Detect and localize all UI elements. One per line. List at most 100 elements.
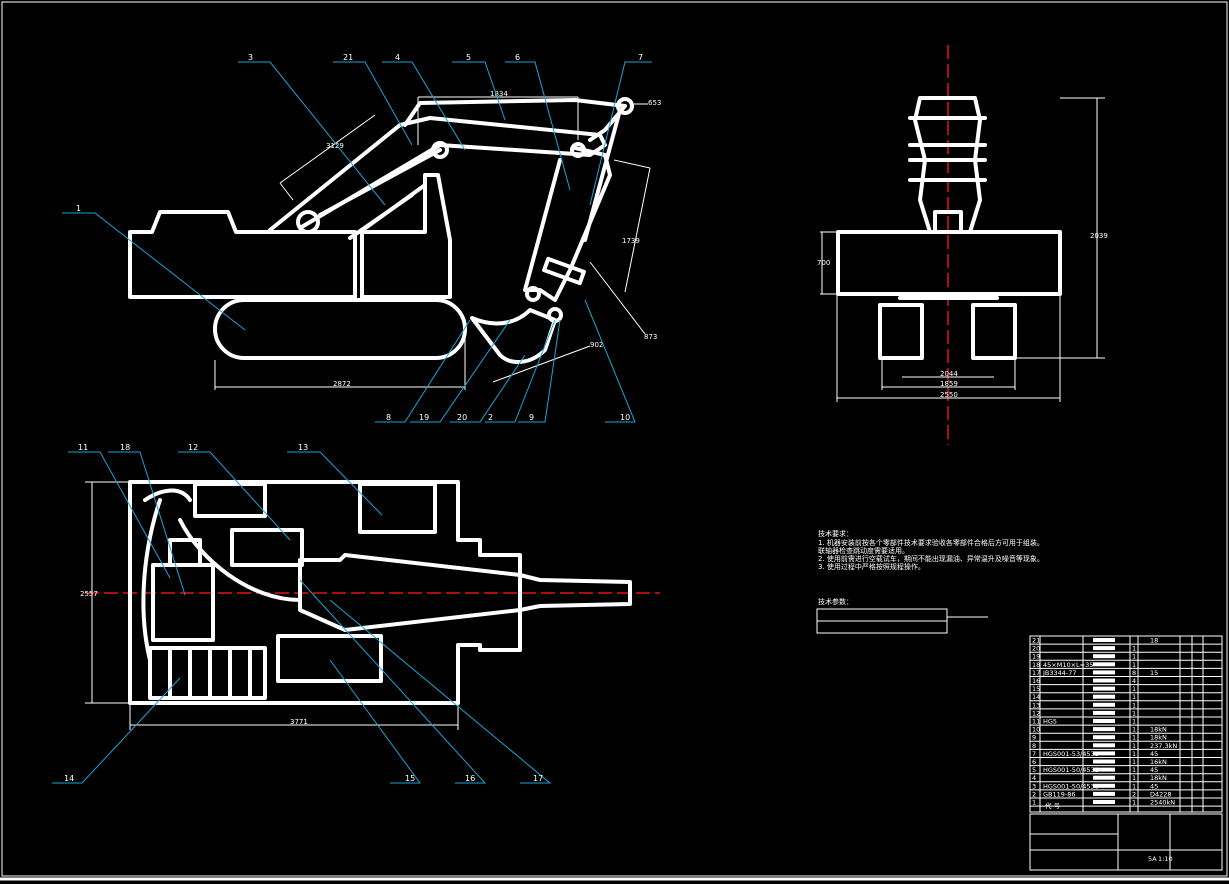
dim-track: 2872 bbox=[333, 380, 351, 388]
bom-code: GB119-86 bbox=[1043, 790, 1076, 798]
bom-no: 11 bbox=[1032, 718, 1040, 726]
technical-notes: 技术要求： 1. 机器安装前按各个零部件技术要求验收各零部件合格后方可用于组装。… bbox=[816, 529, 1044, 634]
bom-code: HGS001-53/4538 bbox=[1043, 750, 1099, 758]
bom-name-cell bbox=[1093, 710, 1115, 715]
part-label-3: 3 bbox=[248, 53, 253, 62]
bom-name-cell bbox=[1093, 719, 1115, 723]
bom-qty: 1 bbox=[1132, 709, 1136, 717]
part-label-15: 15 bbox=[405, 774, 415, 783]
note-line-2: 联轴器检查跳动度需要适用。 bbox=[818, 546, 909, 555]
scale: 1:10 bbox=[1158, 855, 1173, 863]
dim-overall-width: 2550 bbox=[940, 391, 958, 399]
bom-name-cell bbox=[1093, 702, 1115, 707]
part-label-1: 1 bbox=[76, 204, 81, 213]
bom-no: 1 bbox=[1032, 799, 1036, 807]
part-label-8: 8 bbox=[386, 413, 391, 422]
dim-bucket-a: 873 bbox=[644, 333, 657, 341]
dim-body-height: 700 bbox=[817, 259, 830, 267]
front-view: 700 2039 2044 1859 2550 bbox=[817, 45, 1108, 445]
bom-code: HGS001-50/4538 bbox=[1043, 782, 1099, 790]
bom-no: 17 bbox=[1032, 669, 1040, 677]
bom-qty: 1 bbox=[1132, 742, 1136, 750]
part-label-5: 5 bbox=[466, 53, 471, 62]
bom-value: 45 bbox=[1150, 750, 1158, 758]
bom-qty: 1 bbox=[1132, 685, 1136, 693]
bom-name-cell bbox=[1093, 638, 1115, 642]
bom-name-cell bbox=[1093, 727, 1115, 732]
bom-qty: 1 bbox=[1132, 718, 1136, 726]
bom-qty: 1 bbox=[1132, 766, 1136, 774]
bom-value: 16kN bbox=[1150, 758, 1167, 766]
part-label-18: 18 bbox=[120, 443, 130, 452]
bom-value: D4228 bbox=[1150, 790, 1172, 798]
bom-name-cell bbox=[1093, 751, 1115, 756]
bom-no: 21 bbox=[1032, 637, 1040, 645]
bom-name-cell bbox=[1093, 662, 1115, 667]
part-label-7: 7 bbox=[638, 53, 643, 62]
sheet-size: 5A bbox=[1148, 855, 1157, 863]
bom-qty: 4 bbox=[1132, 677, 1136, 685]
bom-no: 2 bbox=[1032, 790, 1036, 798]
bom-no: 20 bbox=[1032, 645, 1040, 653]
bom-qty: 1 bbox=[1132, 726, 1136, 734]
bom-name-cell bbox=[1093, 759, 1115, 764]
dim-boom-cylinder: 3129 bbox=[326, 142, 344, 150]
bom-no: 12 bbox=[1032, 709, 1040, 717]
bom-code: HG5 bbox=[1043, 718, 1057, 726]
bom-code: 45×M10×L=35 bbox=[1043, 661, 1093, 669]
dim-overall-height: 2039 bbox=[1090, 232, 1108, 240]
bom-name-cell bbox=[1093, 800, 1115, 804]
part-label-20: 20 bbox=[457, 413, 467, 422]
bom-no: 19 bbox=[1032, 653, 1040, 661]
dim-bucket-c: 902 bbox=[590, 341, 603, 349]
part-label-17: 17 bbox=[533, 774, 543, 783]
bom-qty: 1 bbox=[1132, 645, 1136, 653]
bom-qty: 1 bbox=[1132, 661, 1136, 669]
params-title: 技术参数： bbox=[818, 597, 853, 606]
bom-name-cell bbox=[1093, 654, 1115, 659]
bom-value: 45 bbox=[1150, 782, 1158, 790]
bom-name-cell bbox=[1093, 783, 1115, 788]
bom-no: 5 bbox=[1032, 766, 1036, 774]
part-label-21: 21 bbox=[343, 53, 353, 62]
bom-name-cell bbox=[1093, 678, 1115, 683]
bom-value: 18kN bbox=[1150, 726, 1167, 734]
part-label-19: 19 bbox=[419, 413, 429, 422]
bom-value: 18 bbox=[1150, 637, 1158, 645]
bom-no: 14 bbox=[1032, 693, 1040, 701]
part-label-9: 9 bbox=[529, 413, 534, 422]
bom-no: 3 bbox=[1032, 782, 1036, 790]
bom-no: 4 bbox=[1032, 774, 1036, 782]
bom-header-code: 代 号 bbox=[1045, 801, 1061, 810]
title-block bbox=[1029, 813, 1223, 871]
bom-code: JB3344-77 bbox=[1042, 669, 1077, 677]
part-label-13: 13 bbox=[298, 443, 308, 452]
bom-name-cell bbox=[1093, 735, 1115, 740]
bom-qty: 1 bbox=[1132, 799, 1136, 807]
side-view: 1834 3129 1739 2872 873 653 902 1 21 3 4… bbox=[62, 53, 661, 423]
part-label-10: 10 bbox=[620, 413, 630, 422]
bom-name-cell bbox=[1093, 743, 1115, 748]
part-label-4: 4 bbox=[395, 53, 400, 62]
part-label-14: 14 bbox=[64, 774, 74, 783]
dim-track-width: 1859 bbox=[940, 380, 958, 388]
part-label-6: 6 bbox=[515, 53, 520, 62]
dim-top-width: 2557 bbox=[80, 590, 98, 598]
notes-title: 技术要求： bbox=[818, 529, 853, 538]
bom-no: 8 bbox=[1032, 742, 1036, 750]
bom-qty: 1 bbox=[1132, 758, 1136, 766]
bom-qty: 1 bbox=[1132, 701, 1136, 709]
bom-qty: 1 bbox=[1132, 734, 1136, 742]
bom-name-cell bbox=[1093, 670, 1115, 675]
note-line-3: 2. 使用前需进行空载试车，期间不能出现漏油、异常温升及噪音等现象。 bbox=[818, 554, 1044, 563]
note-line-1: 1. 机器安装前按各个零部件技术要求验收各零部件合格后方可用于组装。 bbox=[818, 538, 1044, 547]
bom-value: 2540kN bbox=[1150, 799, 1175, 807]
bom-no: 13 bbox=[1032, 701, 1040, 709]
bom-name-cell bbox=[1093, 646, 1115, 651]
part-label-11: 11 bbox=[78, 443, 88, 452]
bom-qty: 1 bbox=[1132, 693, 1136, 701]
bom-value: 18kN bbox=[1150, 774, 1167, 782]
bom-name-cell bbox=[1093, 791, 1115, 796]
part-label-16: 16 bbox=[465, 774, 475, 783]
